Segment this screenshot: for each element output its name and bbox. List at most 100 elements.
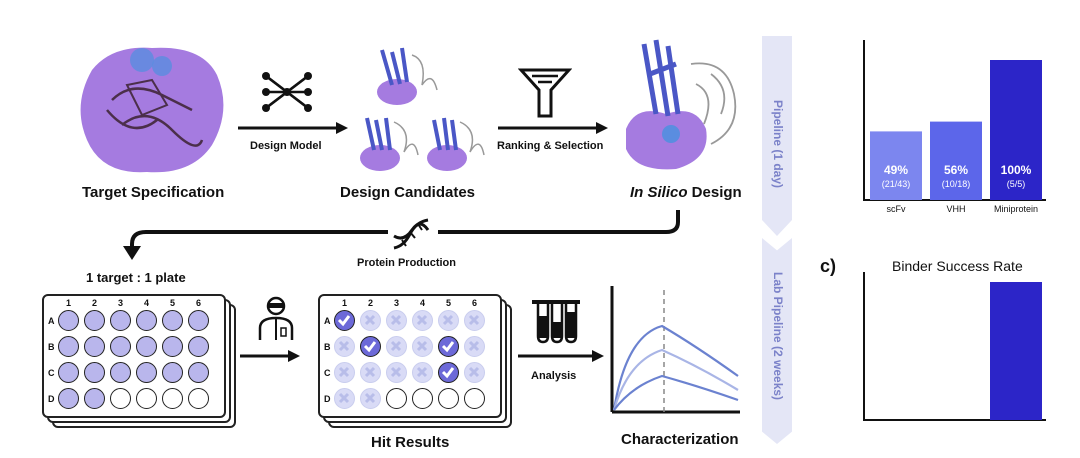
plate-col-header: 1 — [65, 298, 71, 308]
bar-value-label: 49% — [884, 163, 908, 177]
bar-vhh — [930, 121, 982, 200]
plate-well — [438, 336, 459, 357]
target-protein-illustration — [80, 47, 224, 173]
design-candidates-illustration — [360, 47, 485, 171]
plate-well — [110, 336, 131, 357]
bar-scfv — [870, 131, 922, 200]
x-icon — [338, 340, 350, 352]
plate-well — [136, 362, 157, 383]
x-icon — [416, 340, 428, 352]
plate-well — [360, 388, 381, 409]
plate-well — [188, 310, 209, 331]
plate-well — [188, 388, 209, 409]
plate-col-header: 5 — [169, 298, 175, 308]
return-arrow — [123, 210, 680, 260]
test-tubes-icon — [532, 300, 580, 344]
plate-well — [162, 310, 183, 331]
plate-row-header: B — [48, 342, 55, 352]
plate-well — [84, 388, 105, 409]
plate-well — [464, 388, 485, 409]
plate-col-header: 4 — [143, 298, 149, 308]
plate-well — [334, 362, 355, 383]
plate-well — [360, 310, 381, 331]
plate-well — [334, 336, 355, 357]
ranking-selection-label: Ranking & Selection — [497, 140, 604, 152]
plate-well — [84, 336, 105, 357]
bar-count-label: (10/18) — [942, 179, 971, 189]
plate-well — [84, 362, 105, 383]
plate-well — [412, 336, 433, 357]
check-icon — [441, 367, 455, 379]
plate-row-header: D — [48, 394, 55, 404]
plate-well — [386, 336, 407, 357]
plate-row-header: C — [48, 368, 55, 378]
plate-well — [110, 388, 131, 409]
plate-well — [162, 362, 183, 383]
plate-ratio-label: 1 target : 1 plate — [86, 270, 186, 285]
plate-well — [438, 310, 459, 331]
x-icon — [364, 314, 376, 326]
plate-well — [438, 362, 459, 383]
arrow-ranking — [498, 122, 608, 134]
characterization-plot — [610, 286, 740, 414]
x-icon — [338, 392, 350, 404]
plate-row-header: D — [324, 394, 331, 404]
bar-count-label: (5/5) — [1007, 179, 1026, 189]
plate-col-header: 6 — [471, 298, 477, 308]
characterization-label: Characterization — [621, 431, 739, 448]
hit-results-label: Hit Results — [371, 434, 450, 451]
plate-well — [386, 310, 407, 331]
plate-well — [188, 362, 209, 383]
plate-well — [188, 336, 209, 357]
plate-well — [386, 362, 407, 383]
category-tick-label: scFv — [887, 204, 906, 214]
in-silico-design-illustration — [626, 39, 737, 170]
plate-well — [58, 310, 79, 331]
plate-col-header: 3 — [393, 298, 399, 308]
plate-well — [110, 310, 131, 331]
in-silico-pipeline-band: Pipeline (1 day) — [762, 36, 792, 236]
x-icon — [468, 366, 480, 378]
arrow-analysis — [518, 350, 604, 362]
plate-well — [334, 388, 355, 409]
x-icon — [468, 340, 480, 352]
plate-col-header: 5 — [445, 298, 451, 308]
funnel-icon — [518, 68, 572, 118]
lab-pipeline-band: Lab Pipeline (2 weeks) — [762, 238, 792, 444]
plate-well — [360, 362, 381, 383]
plate-well — [162, 388, 183, 409]
plate-well — [136, 310, 157, 331]
chart-axis — [863, 40, 1046, 201]
plate-well — [162, 336, 183, 357]
neural-network-icon — [262, 72, 312, 112]
binder-rate-bar-chart: 49%(21/43)scFv56%(10/18)VHH100%(5/5)Mini… — [863, 40, 1046, 214]
plate-well — [58, 388, 79, 409]
x-icon — [364, 366, 376, 378]
plate-well — [464, 362, 485, 383]
plate-col-header: 4 — [419, 298, 425, 308]
plate-row-header: A — [324, 316, 331, 326]
x-icon — [416, 366, 428, 378]
arrow-design-model — [238, 122, 348, 134]
dna-icon — [393, 218, 430, 250]
design-model-label: Design Model — [250, 140, 322, 152]
plate-well — [136, 336, 157, 357]
bar-count-label: (21/43) — [882, 179, 911, 189]
plate-col-header: 2 — [91, 298, 97, 308]
bar-miniprotein — [990, 60, 1042, 200]
x-icon — [390, 340, 402, 352]
analysis-label: Analysis — [531, 370, 577, 382]
plate-row-header: B — [324, 342, 331, 352]
arrow-screening — [240, 350, 300, 362]
panel-c-letter: c) — [820, 256, 837, 276]
plate-well — [464, 310, 485, 331]
category-tick-label: Miniprotein — [994, 204, 1038, 214]
x-icon — [442, 314, 454, 326]
plate-well — [464, 336, 485, 357]
target-spec-label: Target Specification — [82, 184, 225, 201]
panel-c-title: Binder Success Rate — [892, 258, 1023, 274]
plate-col-header: 2 — [367, 298, 373, 308]
protein-production-label: Protein Production — [357, 257, 456, 269]
